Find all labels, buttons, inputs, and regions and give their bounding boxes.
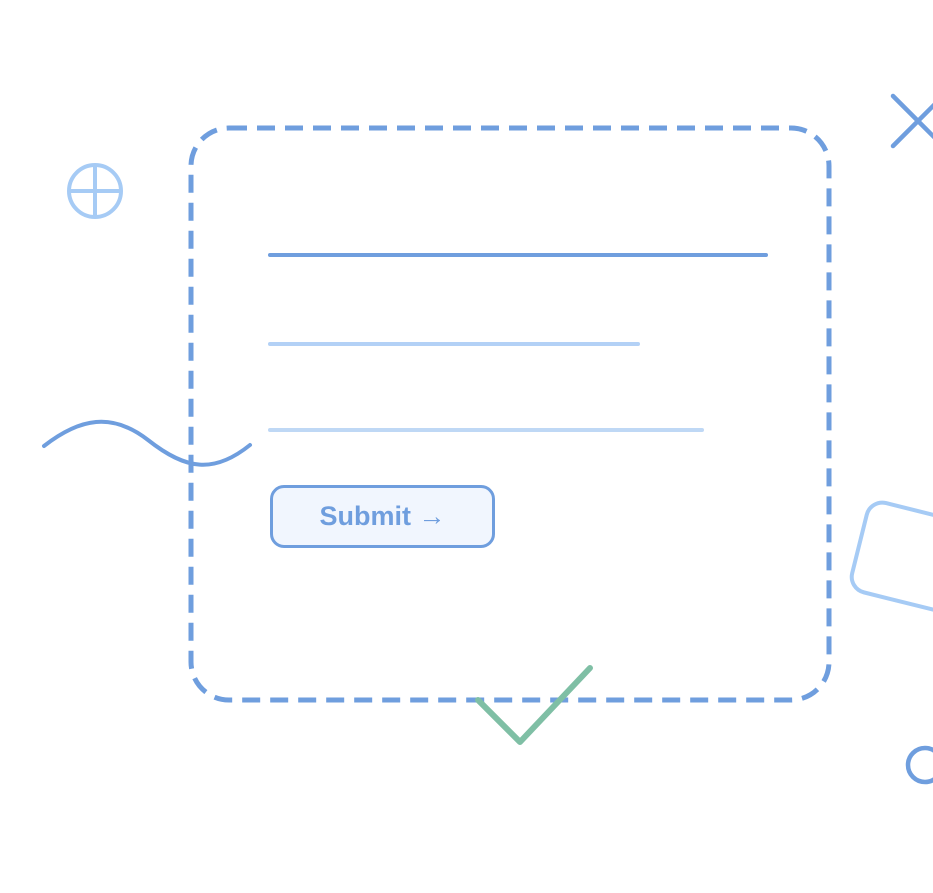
close-icon: [890, 93, 933, 149]
checkmark-icon: [475, 665, 593, 745]
circle-doodle: [905, 745, 933, 785]
form-card-outline: [188, 125, 832, 703]
plus-circle-icon: [67, 163, 123, 219]
submit-button[interactable]: Submit →: [270, 485, 495, 548]
rounded-rect-doodle: [849, 500, 933, 617]
wave-doodle: [42, 419, 252, 467]
